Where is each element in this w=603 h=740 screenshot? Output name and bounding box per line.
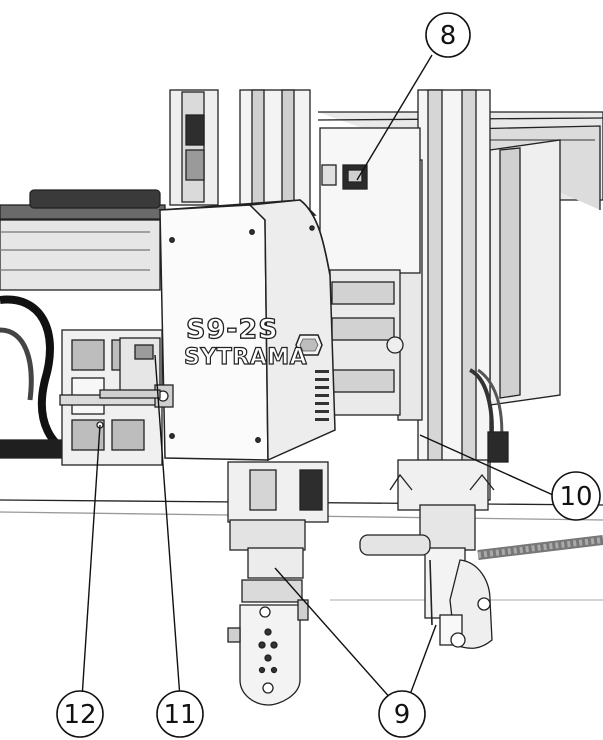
callout-8-label: 8 — [440, 21, 457, 51]
callout-8: 8 — [425, 12, 471, 58]
right-gripper-assembly — [359, 368, 603, 649]
leader-11 — [154, 354, 181, 699]
leader-12 — [81, 424, 101, 699]
callout-10: 10 — [551, 471, 601, 521]
side-bracket — [99, 337, 174, 408]
callout-11-label: 11 — [163, 700, 196, 730]
callout-12: 12 — [56, 690, 104, 738]
leader-9b — [407, 624, 437, 701]
linear-guides — [329, 269, 404, 416]
electrical-box — [319, 127, 421, 274]
leader-9a — [274, 567, 393, 701]
callout-9-label: 9 — [394, 700, 411, 730]
callout-10-label: 10 — [559, 482, 592, 512]
vent-grille — [315, 370, 329, 421]
leader-10 — [419, 434, 554, 496]
model-label: S9-2S — [186, 314, 279, 345]
callout-11: 11 — [156, 690, 204, 738]
callout-12-label: 12 — [63, 700, 96, 730]
callout-leaders — [81, 54, 554, 701]
background-frame — [0, 111, 603, 601]
main-housing — [158, 199, 336, 462]
leader-8 — [356, 54, 433, 181]
brand-label: SYTRAMA — [184, 345, 307, 370]
callout-9: 9 — [378, 690, 426, 738]
left-gripper-assembly — [227, 461, 329, 706]
